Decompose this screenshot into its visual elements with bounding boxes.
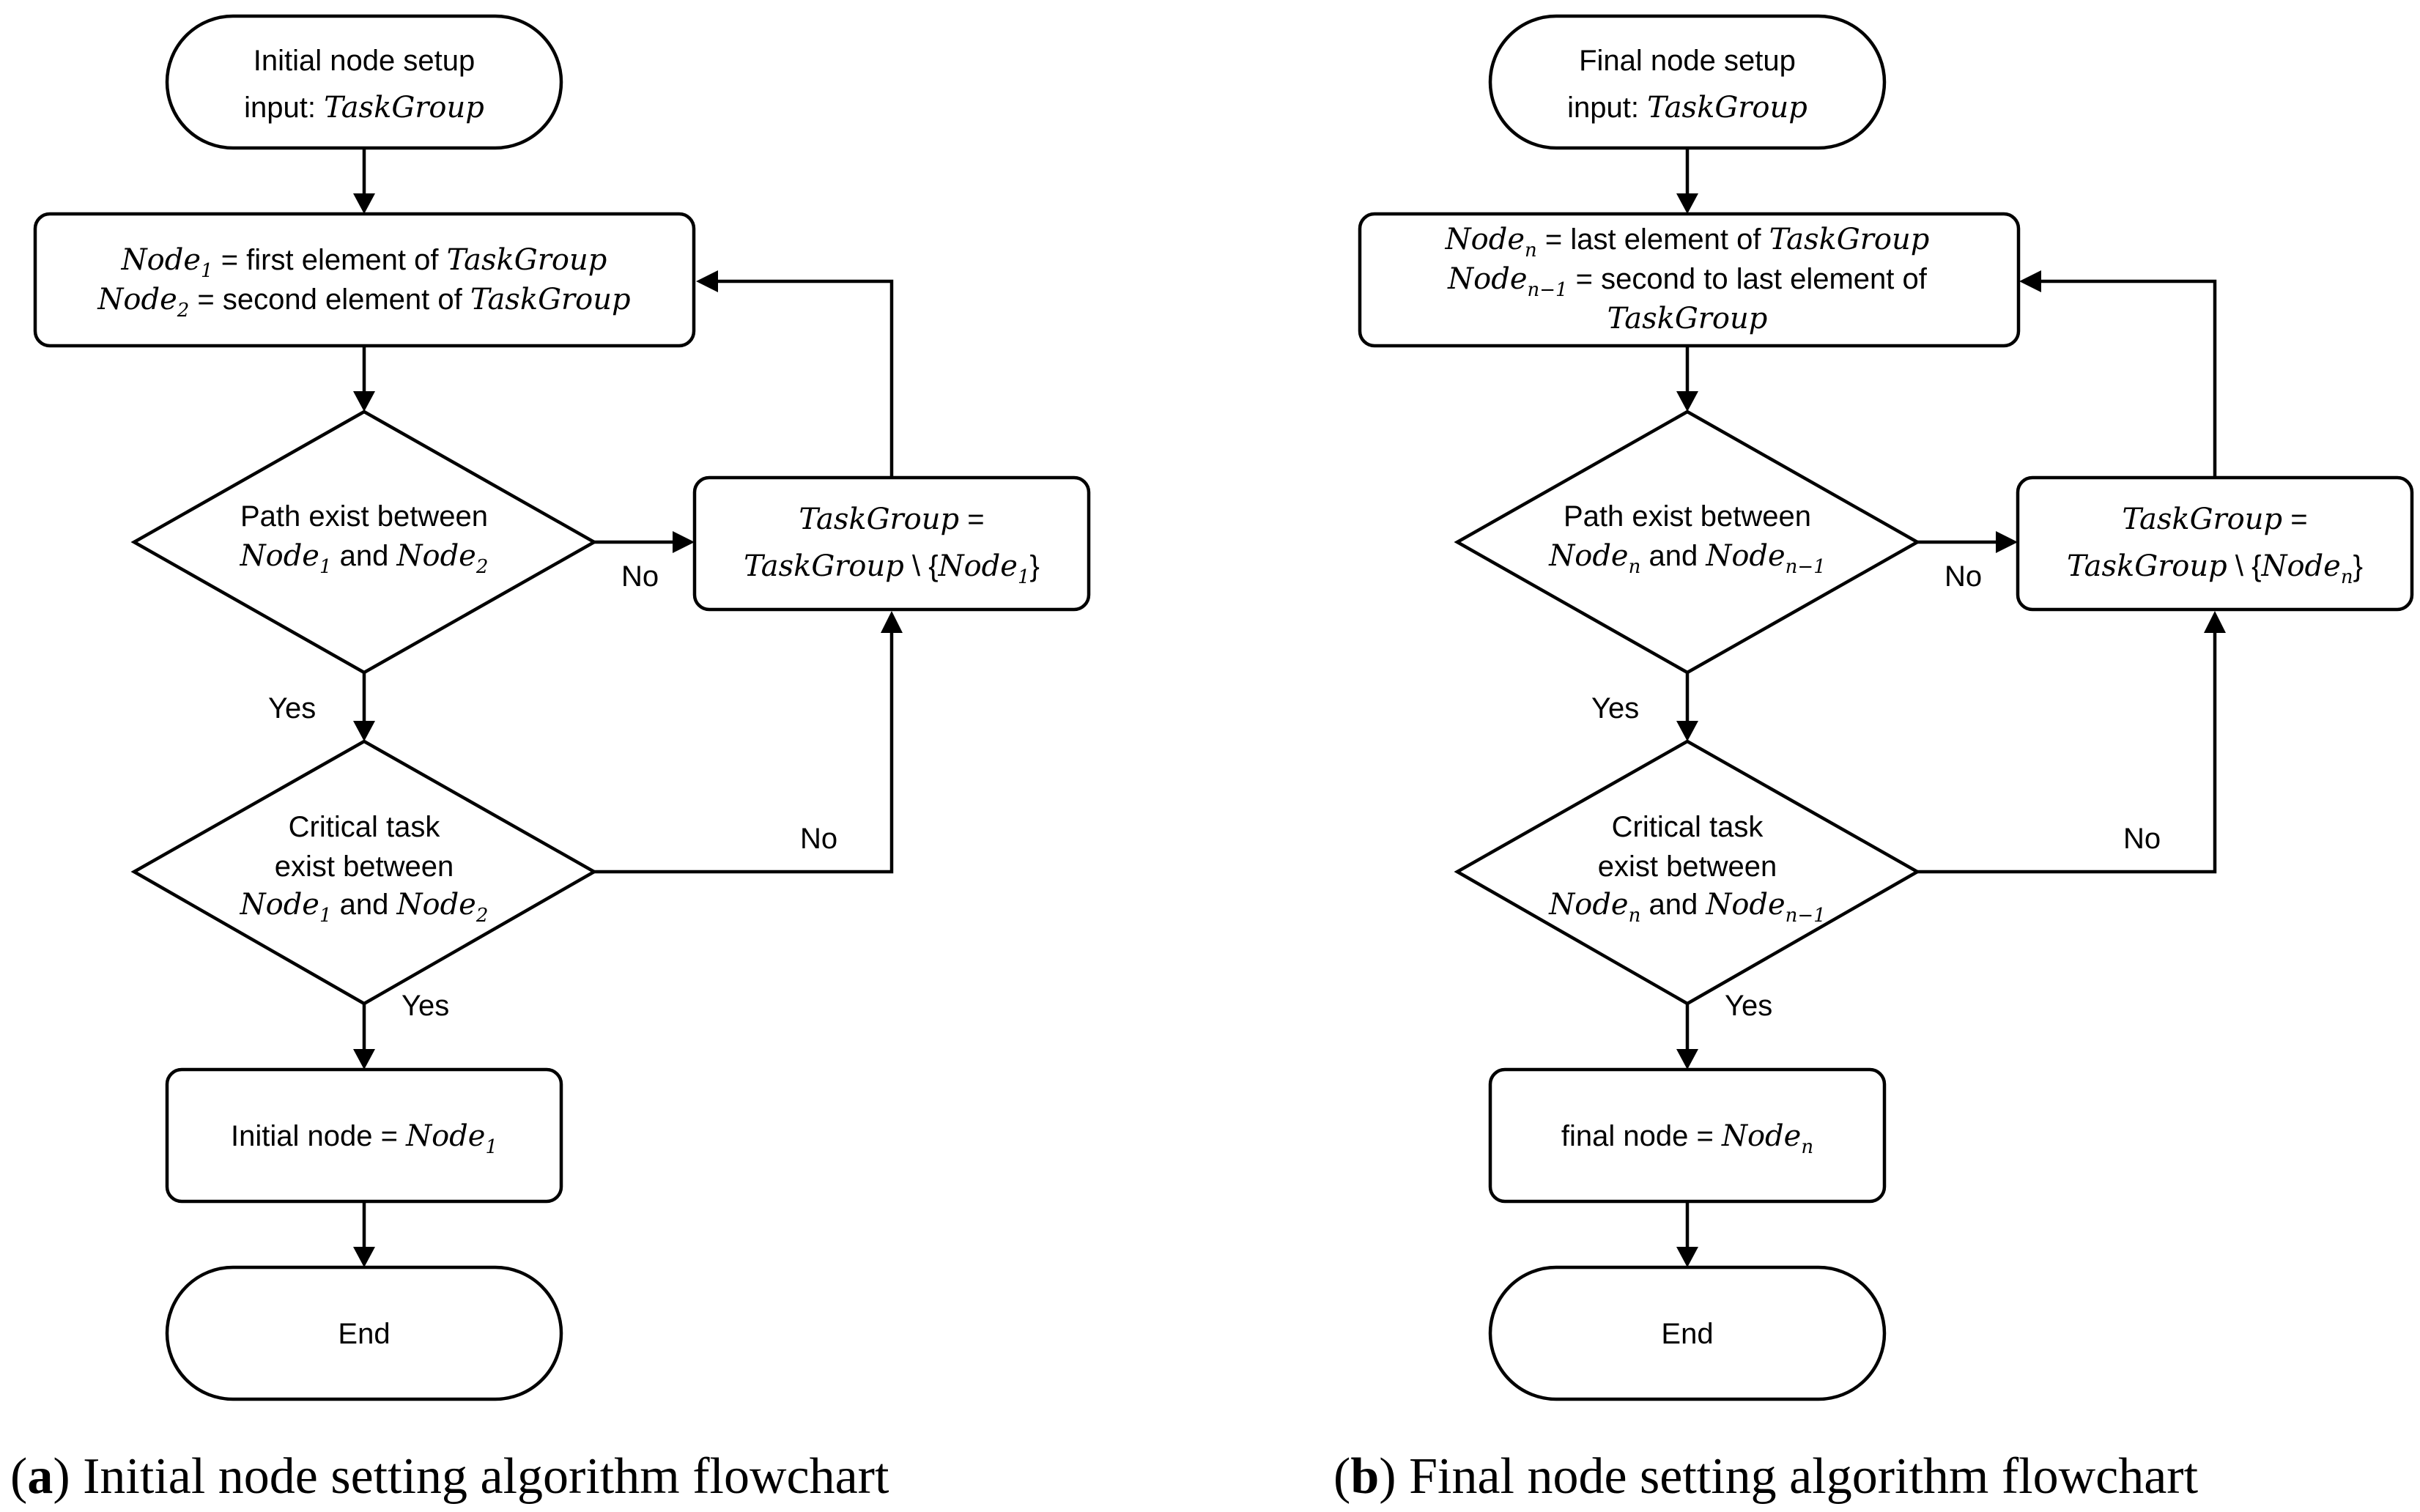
a-result-process: Initial node = Node1	[165, 1067, 563, 1204]
b-assign-line2: Noden−1 = second to last element of	[1447, 262, 1928, 301]
a-end-label: End	[338, 1318, 390, 1350]
a-decision-critical-task: Critical task exist between Node1 and No…	[130, 739, 598, 1006]
a-label-yes-path: Yes	[268, 692, 316, 724]
a-arrowhead-assign	[353, 193, 375, 214]
a-label-no-critical: No	[800, 823, 837, 855]
b-arrowhead-end	[1676, 1247, 1698, 1267]
b-assign-shape	[1358, 212, 2021, 348]
a-update-line2: TaskGroup \ {Node1}	[744, 549, 1040, 588]
b-decision2-line2: exist between	[1598, 850, 1777, 883]
b-start-title: Final node setup	[1579, 45, 1796, 77]
a-start-title: Initial node setup	[254, 45, 475, 77]
b-decision1-shape	[1454, 410, 1921, 675]
a-arrowhead-update	[673, 531, 695, 553]
a-arrow-update-loopback	[717, 279, 894, 476]
b-start-input: input: TaskGroup	[1567, 91, 1807, 125]
a-decision2-line2: exist between	[275, 850, 454, 883]
a-start-terminal: Initial node setup input: TaskGroup	[165, 14, 563, 150]
b-arrowhead-update	[1996, 531, 2018, 553]
b-decision1-line2: Noden and Noden−1	[1548, 539, 1826, 578]
a-end-shape	[165, 1265, 563, 1401]
b-result-shape	[1488, 1067, 1887, 1204]
b-arrowhead-result	[1676, 1049, 1698, 1070]
b-decision-path-exist: Path exist between Noden and Noden−1	[1454, 410, 1921, 675]
b-update-shape	[2016, 475, 2414, 612]
a-arrow-decision2-no	[594, 630, 894, 874]
a-decision1-line1: Path exist between	[240, 500, 488, 533]
b-arrowhead-update-from-below	[2204, 611, 2226, 633]
b-label-yes-path: Yes	[1591, 692, 1639, 724]
a-arrowhead-decision2	[353, 721, 375, 741]
b-arrowhead-assign	[1676, 193, 1698, 214]
b-update-line1: TaskGroup =	[2122, 503, 2307, 536]
b-arrowhead-decision1	[1676, 391, 1698, 412]
b-label-no-critical: No	[2123, 823, 2161, 855]
b-end-shape	[1488, 1265, 1887, 1401]
b-result-process: final node = Noden	[1488, 1067, 1887, 1204]
a-arrowhead-result	[353, 1049, 375, 1070]
b-end-terminal: End	[1488, 1265, 1887, 1401]
a-arrowhead-end	[353, 1247, 375, 1267]
b-decision1-line1: Path exist between	[1564, 500, 1811, 533]
a-arrowhead-update-from-below	[881, 611, 903, 633]
b-label-no-path: No	[1944, 560, 1982, 593]
panel-b-final-node-flowchart: Final node setup input: TaskGroup Noden …	[1333, 14, 2414, 1505]
a-assign-line2: Node2 = second element of TaskGroup	[97, 283, 630, 322]
b-assign-line1: Noden = last element of TaskGroup	[1445, 223, 1930, 262]
b-decision2-line3: Noden and Noden−1	[1548, 888, 1826, 927]
b-label-yes-critical: Yes	[1725, 990, 1772, 1022]
b-decision2-shape	[1454, 739, 1921, 1006]
b-assign-process: Noden = last element of TaskGroup Noden−…	[1358, 212, 2021, 348]
b-update-process: TaskGroup = TaskGroup \ {Noden}	[2016, 475, 2414, 612]
panel-a-initial-node-flowchart: Initial node setup input: TaskGroup Node…	[10, 14, 1091, 1505]
a-caption: (a) Initial node setting algorithm flowc…	[10, 1448, 889, 1505]
a-decision1-shape	[130, 410, 598, 675]
b-result-text: final node = Noden	[1561, 1119, 1813, 1158]
a-update-shape	[692, 475, 1091, 612]
b-decision2-line1: Critical task	[1612, 811, 1764, 843]
a-decision1-line2: Node1 and Node2	[240, 539, 489, 578]
a-decision2-line3: Node1 and Node2	[240, 888, 489, 927]
a-decision2-line1: Critical task	[289, 811, 441, 843]
a-assign-process: Node1 = first element of TaskGroup Node2…	[33, 212, 696, 348]
a-start-input: input: TaskGroup	[244, 91, 484, 125]
a-result-shape	[165, 1067, 563, 1204]
a-update-process: TaskGroup = TaskGroup \ {Node1}	[692, 475, 1091, 612]
b-start-shape	[1488, 14, 1887, 150]
a-label-yes-critical: Yes	[402, 990, 449, 1022]
b-assign-line3: TaskGroup	[1607, 302, 1768, 336]
a-decision2-shape	[130, 739, 598, 1006]
a-end-terminal: End	[165, 1265, 563, 1401]
panel-a-connectors	[353, 148, 903, 1267]
b-arrow-update-loopback	[2040, 279, 2217, 476]
b-caption: (b) Final node setting algorithm flowcha…	[1333, 1448, 2199, 1505]
b-arrowhead-decision2	[1676, 721, 1698, 741]
b-update-line2: TaskGroup \ {Noden}	[2067, 549, 2363, 588]
a-assign-line1: Node1 = first element of TaskGroup	[121, 243, 607, 282]
a-update-line1: TaskGroup =	[799, 503, 984, 536]
a-decision-path-exist: Path exist between Node1 and Node2	[130, 410, 598, 675]
a-start-shape	[165, 14, 563, 150]
b-arrowhead-assign-loop	[2019, 270, 2041, 292]
b-decision-critical-task: Critical task exist between Noden and No…	[1454, 739, 1921, 1006]
b-arrow-decision2-no	[1917, 630, 2217, 874]
a-arrowhead-decision1	[353, 391, 375, 412]
a-label-no-path: No	[621, 560, 659, 593]
a-arrowhead-assign-loop	[696, 270, 718, 292]
panel-b-connectors	[1676, 148, 2226, 1267]
a-assign-shape	[33, 212, 696, 348]
b-end-label: End	[1661, 1318, 1713, 1350]
b-start-terminal: Final node setup input: TaskGroup	[1488, 14, 1887, 150]
a-result-text: Initial node = Node1	[231, 1119, 497, 1158]
